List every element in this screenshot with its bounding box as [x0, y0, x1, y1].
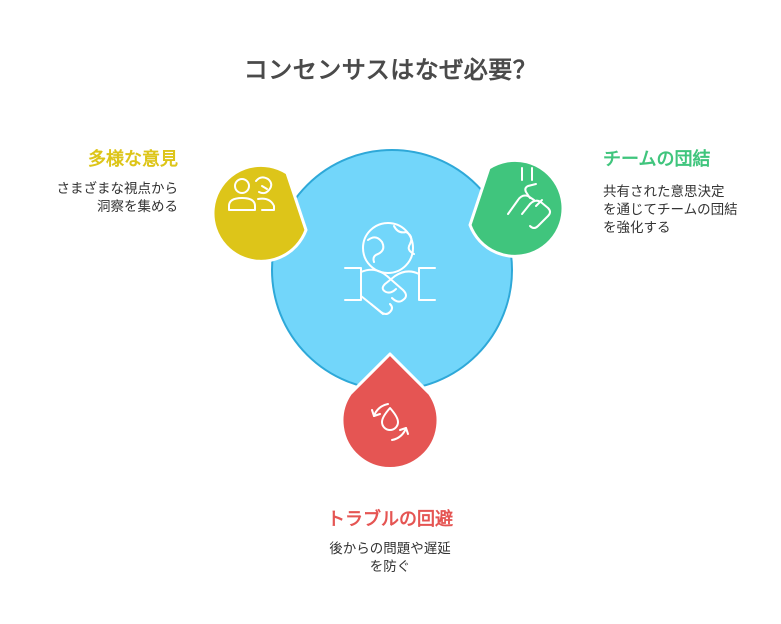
team-unity-drop [468, 158, 565, 258]
avoid-trouble-heading: トラブルの回避 [327, 509, 453, 530]
drop-cycle-icon [371, 403, 409, 441]
diverse-opinions-heading: 多様な意見 [88, 149, 178, 170]
description-line: を防ぐ [369, 559, 411, 575]
avoid-trouble-description: 後からの問題や遅延 を防ぐ [290, 540, 490, 576]
description-line: を強化する [603, 220, 671, 236]
hands-together-icon [507, 167, 551, 229]
description-line: を通じてチームの団結 [603, 202, 738, 218]
handshake-globe-icon [344, 222, 436, 315]
description-line: さまざまな視点から [56, 181, 179, 197]
description-line: 共有された意思決定 [603, 184, 725, 200]
diverse-opinions-drop [211, 163, 308, 263]
description-line: 後からの問題や遅延 [329, 541, 451, 557]
team-unity-description: 共有された意思決定 を通じてチームの団結 を強化する [603, 183, 738, 237]
team-unity-heading: チームの団結 [603, 149, 711, 170]
avoid-trouble-drop [340, 352, 440, 471]
description-line: 洞察を集める [97, 199, 178, 215]
people-icon [228, 176, 275, 211]
page-title: コンセンサスはなぜ必要？ [243, 56, 538, 84]
diverse-opinions-description: さまざまな視点から 洞察を集める [57, 180, 179, 216]
